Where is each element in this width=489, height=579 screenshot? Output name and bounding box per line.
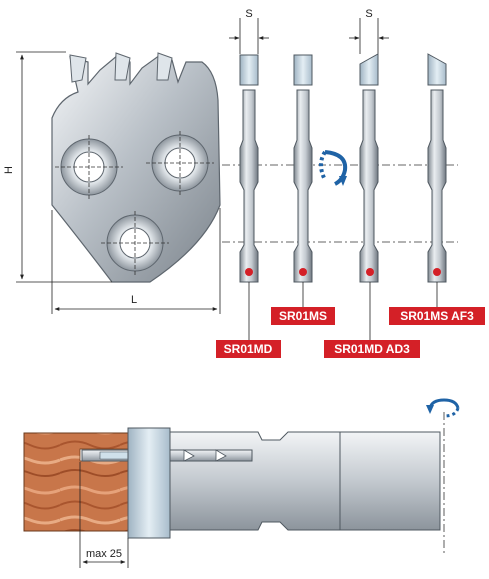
product-tag-sr01md: SR01MD — [216, 340, 281, 358]
knife-tip — [114, 52, 131, 81]
thickness-dimension-1: S — [229, 8, 269, 54]
tool-shank — [169, 431, 341, 531]
thickness-dimension-2: S — [349, 8, 389, 54]
axis-lines — [222, 164, 458, 243]
product-code: SR01MS AF3 — [400, 309, 474, 323]
product-tag-sr01ms: SR01MS — [271, 307, 335, 325]
profile-sr01md — [239, 54, 259, 283]
length-label: L — [131, 294, 137, 306]
cutter-body — [51, 54, 221, 283]
thickness-label: S — [245, 8, 252, 20]
label-leaders — [248, 282, 438, 340]
depth-label: max 25 — [86, 548, 122, 560]
profile-sr01ms-af3 — [427, 53, 447, 283]
rotation-arrow-icon — [426, 398, 460, 418]
tool-arbor — [339, 431, 441, 531]
height-label: H — [3, 166, 15, 174]
profile-sr01ms — [293, 54, 313, 283]
profile-sr01md-ad3 — [359, 53, 379, 283]
depth-dimension: max 25 — [79, 462, 129, 568]
knife-tip — [156, 52, 173, 81]
clamp-block — [127, 427, 171, 539]
height-dimension: H — [3, 51, 112, 283]
knife-tip — [69, 54, 87, 83]
product-code: SR01MD — [224, 342, 273, 356]
thickness-label: S — [365, 8, 372, 20]
product-tag-sr01md-ad3: SR01MD AD3 — [324, 340, 420, 358]
length-dimension: L — [51, 208, 221, 314]
wood-workpiece — [23, 432, 129, 532]
cutting-section-view: max 25 — [23, 398, 460, 568]
product-tag-sr01ms-af3: SR01MS AF3 — [389, 307, 485, 325]
cutter-body-front-view — [51, 52, 221, 283]
product-code: SR01MD AD3 — [334, 342, 410, 356]
rotation-arrow-icon — [319, 150, 348, 186]
center-lines — [55, 131, 214, 275]
product-code: SR01MS — [279, 309, 327, 323]
